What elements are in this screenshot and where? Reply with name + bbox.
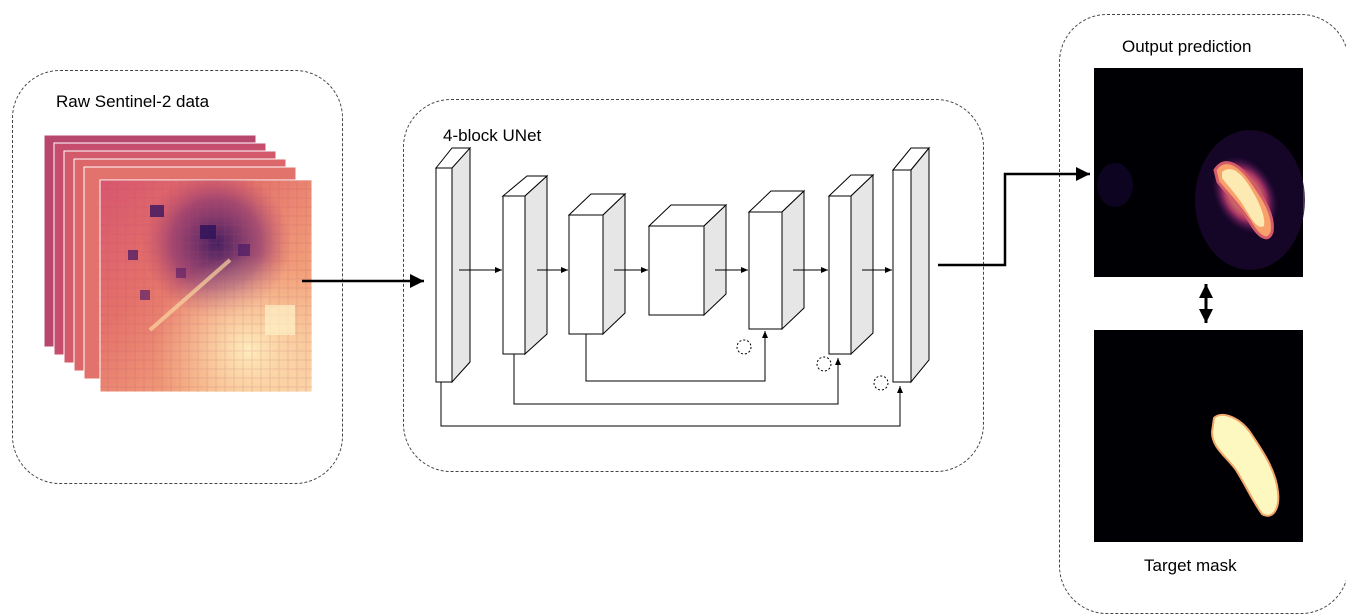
concat-markers [736,339,889,391]
output-prediction-image [1094,68,1305,277]
unet-block-decoder-3 [747,189,806,331]
model-panel-title: 4-block UNet [443,126,542,145]
unet-block-decoder-1 [891,146,931,384]
concat-circle-3 [736,339,752,355]
unet-block-bottleneck [647,203,728,317]
target-mask-title: Target mask [1144,556,1237,575]
target-mask-image [1094,330,1303,542]
diagram-canvas [43,68,1305,542]
unet-block-encoder-2 [501,174,549,356]
unet-block-decoder-2 [827,173,875,356]
unet-block-encoder-1 [434,146,472,384]
concat-circle-1 [873,375,889,391]
unet-skip-connections [440,331,903,427]
skip-connection-3 [585,331,768,382]
unet-blocks [434,146,931,384]
unet-to-output-arrow [938,167,1090,267]
skip-connection-2 [513,354,841,405]
unet-block-encoder-3 [567,192,627,336]
skip-connection-1 [440,382,903,427]
model-panel [403,99,984,472]
output-prediction-title: Output prediction [1122,37,1252,56]
input-panel-title: Raw Sentinel-2 data [56,92,210,111]
concat-circle-2 [816,356,832,372]
satellite-image-stack [43,134,313,393]
satellite-layer-front [99,179,313,393]
input-panel [12,70,343,484]
